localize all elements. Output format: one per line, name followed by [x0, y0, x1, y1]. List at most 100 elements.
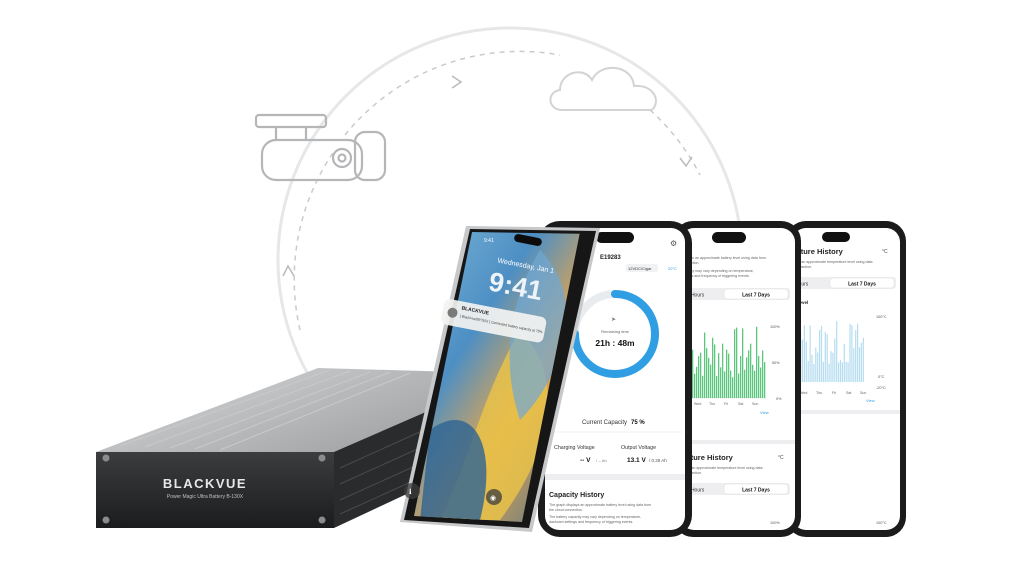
bar — [860, 342, 862, 382]
phone-capacity-history: displays an approximate battery level us… — [660, 221, 801, 537]
bar — [807, 360, 809, 382]
bar — [704, 332, 706, 398]
capacity-label: Current Capacity — [582, 420, 627, 426]
bar — [708, 357, 710, 398]
bar — [805, 341, 807, 382]
capacity-tab-7d[interactable]: Last 7 Days — [742, 293, 770, 299]
capacity-day-labels: Wed Thu Fri Sat Sun — [694, 402, 758, 406]
bar — [756, 326, 758, 398]
battery-model: Power Magic Ultra Battery B-130X — [167, 494, 244, 500]
temp-axis-label: 100°C — [876, 521, 887, 525]
capacity-axis-label: 0% — [776, 397, 782, 401]
capacity-desc: displays an approximate battery level us… — [681, 256, 766, 260]
temp-desc: from the cloud connection. — [770, 265, 812, 269]
bar — [811, 354, 813, 382]
capacity-unit-toggle[interactable]: °C — [778, 455, 784, 461]
bar — [734, 329, 736, 398]
bar — [836, 321, 838, 382]
bar — [714, 344, 716, 398]
sync-arrow-right — [649, 109, 701, 176]
settings-icon[interactable]: ⚙ — [670, 239, 677, 248]
capacity-tab2-7d[interactable]: Last 7 Days — [742, 488, 770, 494]
bar — [712, 337, 714, 398]
capacity-desc: The graph displays an approximate temper… — [660, 466, 762, 470]
bar — [742, 328, 744, 398]
capacity-tab2-24h[interactable]: 24 Hours — [684, 488, 705, 494]
bar — [754, 370, 756, 398]
day-label: Fri — [832, 391, 836, 395]
bar — [855, 330, 857, 382]
phone-temperature: Temperature History °C The graph display… — [770, 221, 906, 537]
bar — [694, 373, 696, 398]
bar — [803, 325, 805, 382]
bar — [839, 359, 842, 382]
bar — [748, 350, 750, 398]
notification-app: BLACKVUE — [461, 305, 490, 316]
capacity-desc: capacity may vary depending on temperatu… — [681, 269, 754, 273]
day-label: Sat — [738, 402, 743, 406]
location-icon: ➤ — [611, 317, 616, 323]
bar — [817, 352, 819, 382]
bar — [828, 363, 830, 382]
battery-brand: BLACKVUE — [163, 476, 247, 491]
capacity-bars — [690, 326, 766, 398]
camera-button[interactable] — [486, 489, 502, 505]
temp-tab-7d[interactable]: Last 7 Days — [848, 282, 876, 288]
temp-axis-label: 0°C — [878, 375, 885, 379]
bar — [700, 352, 702, 398]
bar — [847, 362, 849, 382]
bar — [801, 339, 804, 382]
bar — [706, 348, 708, 398]
bar — [830, 351, 832, 382]
day-label: Sat — [846, 391, 851, 395]
capacity-axis-label: 50% — [772, 361, 780, 365]
sync-arrow-left — [293, 149, 336, 331]
capacity-history-title: Capacity History — [549, 492, 604, 499]
history-desc: the cloud connection. — [549, 508, 583, 512]
bar — [718, 353, 720, 398]
temp-view-link[interactable]: View — [866, 398, 875, 403]
bar — [862, 337, 864, 382]
day-label: Wed — [694, 402, 701, 406]
bar — [857, 323, 859, 382]
bar — [728, 353, 730, 398]
bar — [849, 323, 851, 382]
sync-arrow-top — [344, 50, 561, 136]
day-label: Thu — [816, 391, 822, 395]
output-voltage-unit: / 0.28 Ah — [649, 458, 667, 463]
temp-axis-label: 100°C — [876, 315, 887, 319]
flashlight-icon: ℹ — [409, 488, 412, 496]
bar — [696, 366, 698, 398]
capacity-tab-24h[interactable]: 24 Hours — [684, 293, 705, 299]
bar — [809, 325, 811, 382]
bar — [841, 362, 843, 382]
bar — [853, 348, 855, 382]
bar — [815, 347, 817, 382]
capacity-section-title: Temperature History — [660, 453, 734, 462]
arrow-head-right — [679, 156, 693, 168]
history-desc: dashcam settings and frequency of trigge… — [549, 520, 633, 524]
bar — [736, 327, 738, 398]
charging-voltage-label: Charging Voltage — [554, 445, 595, 451]
dashcam-icon — [254, 113, 387, 182]
bar — [692, 349, 694, 398]
bar — [740, 356, 742, 398]
bar — [834, 338, 836, 382]
bar — [824, 332, 826, 382]
temp-unit-toggle[interactable]: °C — [882, 249, 888, 255]
bar — [760, 367, 762, 398]
flashlight-button[interactable] — [404, 483, 420, 499]
capacity-view-link[interactable]: View — [760, 410, 769, 415]
history-desc: The graph displays an approximate batter… — [549, 503, 651, 507]
bar — [716, 375, 718, 398]
bar — [698, 356, 700, 398]
bar — [851, 325, 853, 382]
arrow-head-left — [282, 264, 295, 277]
output-voltage-label: Output Voltage — [621, 445, 656, 451]
capacity-axis-label: 100% — [770, 325, 780, 329]
status-time: 9:41 — [484, 238, 494, 244]
bar — [845, 361, 847, 382]
bar — [732, 377, 734, 398]
